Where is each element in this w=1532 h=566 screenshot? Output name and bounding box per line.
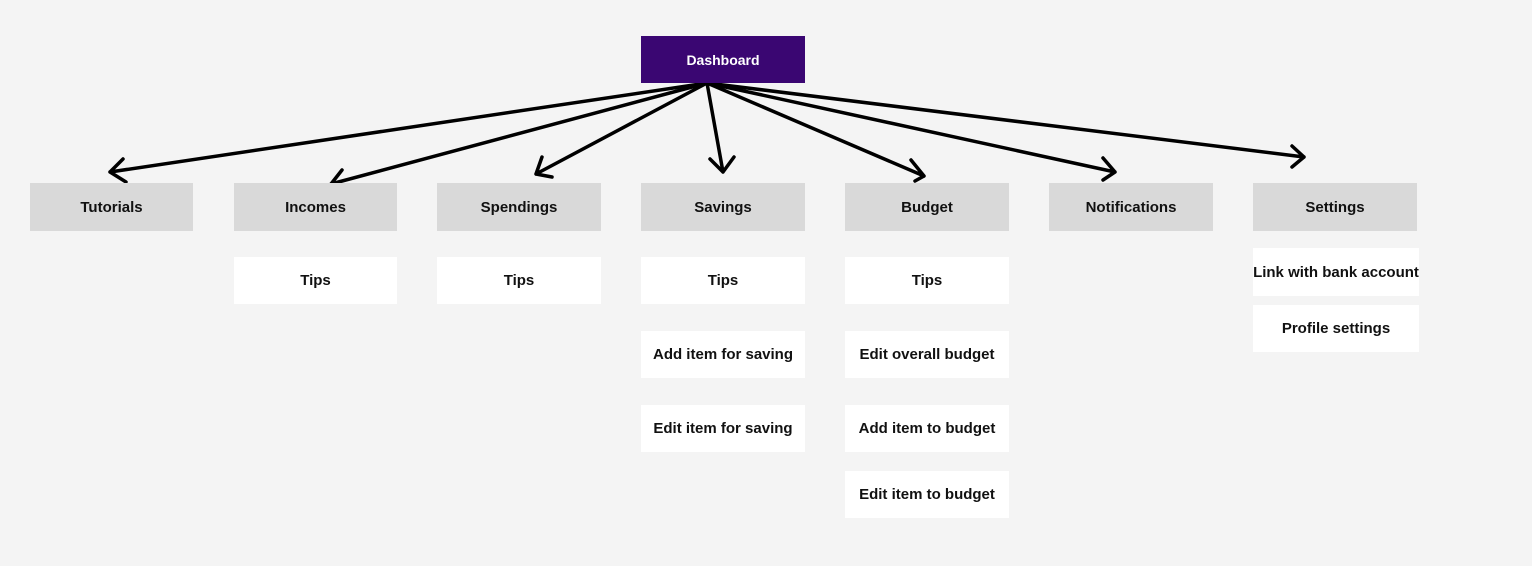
arrow-dashboard-to-incomes	[329, 81, 709, 194]
budget-node: Budget	[845, 183, 1009, 231]
arrow-dashboard-to-budget	[705, 81, 926, 183]
incomes-tips-node: Tips	[234, 257, 397, 304]
spendings-node: Spendings	[437, 183, 601, 231]
savings-node: Savings	[641, 183, 805, 231]
add-item-for-saving-node: Add item for saving	[641, 331, 805, 378]
link-with-bank-account-node: Link with bank account	[1253, 248, 1419, 296]
arrow-dashboard-to-tutorials	[108, 81, 709, 184]
arrow-dashboard-to-spendings	[534, 81, 709, 179]
edit-overall-budget-node: Edit overall budget	[845, 331, 1009, 378]
arrow-dashboard-to-savings	[705, 81, 736, 174]
incomes-node: Incomes	[234, 183, 397, 231]
settings-node: Settings	[1253, 183, 1417, 231]
savings-tips-node: Tips	[641, 257, 805, 304]
edit-item-for-saving-node: Edit item for saving	[641, 405, 805, 452]
budget-tips-node: Tips	[845, 257, 1009, 304]
tutorials-node: Tutorials	[30, 183, 193, 231]
arrow-dashboard-to-settings	[705, 81, 1306, 169]
spendings-tips-node: Tips	[437, 257, 601, 304]
arrow-dashboard-to-notifications	[705, 81, 1117, 182]
add-item-to-budget-node: Add item to budget	[845, 405, 1009, 452]
profile-settings-node: Profile settings	[1253, 305, 1419, 352]
notifications-node: Notifications	[1049, 183, 1213, 231]
edit-item-to-budget-node: Edit item to budget	[845, 471, 1009, 518]
dashboard-node: Dashboard	[641, 36, 805, 83]
